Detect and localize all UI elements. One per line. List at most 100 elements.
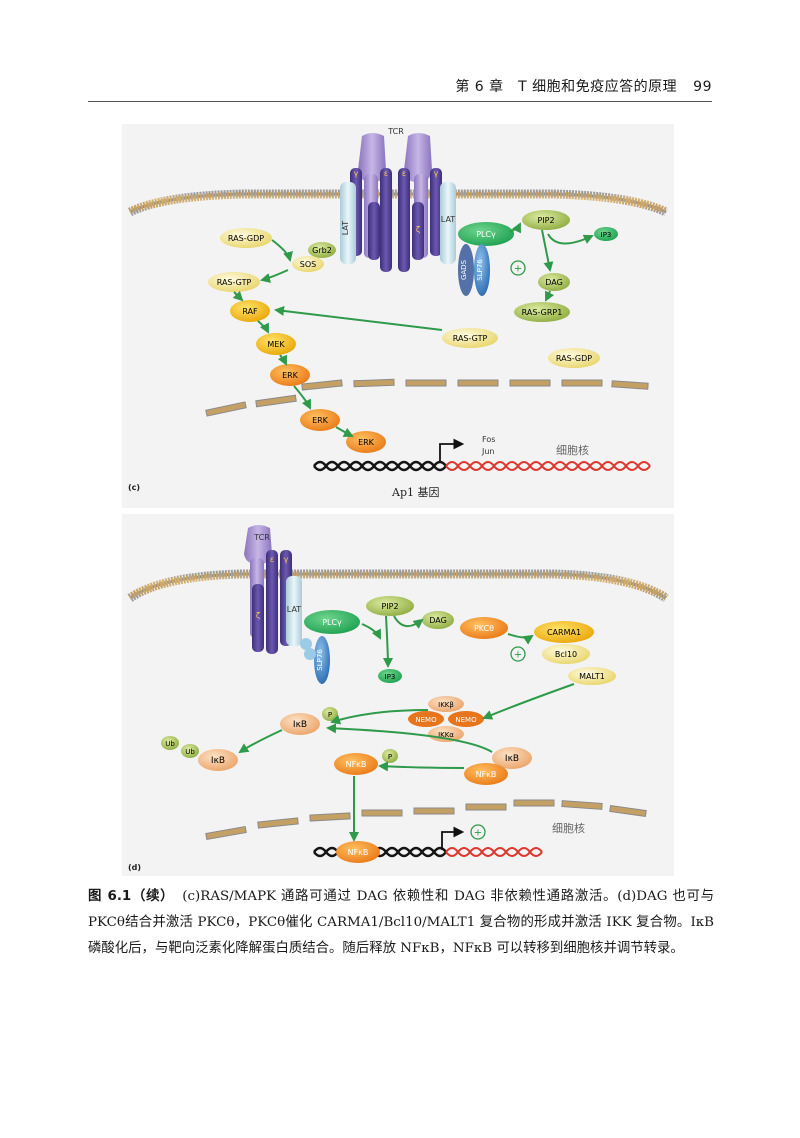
svg-text:PLCγ: PLCγ [476, 230, 496, 239]
gamma-label: γ [354, 169, 359, 178]
caption-label: 图 6.1（续） [88, 889, 175, 904]
svg-text:NFκB: NFκB [346, 760, 367, 769]
tcr-label: TCR [253, 533, 270, 542]
gene-label: Ap1 基因 [391, 486, 439, 499]
panel-tag: (c) [128, 483, 140, 492]
node-nfkb-phospho: NFκB P [334, 749, 398, 775]
svg-text:IκB: IκB [211, 756, 225, 766]
node-malt1: MALT1 [568, 667, 616, 685]
node-bcl10: Bcl10 [542, 644, 590, 664]
node-slp76: SLP76 [300, 636, 330, 684]
caption-text: (c)RAS/MAPK 通路可通过 DAG 依赖性和 DAG 非依赖性通路激活。… [88, 889, 714, 956]
node-nfkb-dna: NFκB [336, 841, 380, 863]
epsilon-label: ε [384, 169, 388, 178]
plus-icon: + [510, 260, 526, 276]
svg-text:DAG: DAG [429, 616, 447, 625]
epsilon-label: ε [402, 169, 406, 178]
svg-text:ERK: ERK [282, 371, 299, 380]
page-number: 99 [693, 79, 712, 95]
svg-text:NEMO: NEMO [415, 716, 437, 724]
nuclear-envelope [205, 799, 647, 841]
cd3-chains: γ ε ε γ ζ [350, 168, 442, 272]
figure-caption: 图 6.1（续）(c)RAS/MAPK 通路可通过 DAG 依赖性和 DAG 非… [88, 884, 714, 962]
arrow-icon [238, 615, 575, 842]
svg-text:GADS: GADS [460, 259, 468, 280]
transcription-start-icon [439, 438, 465, 462]
svg-text:ERK: ERK [358, 438, 375, 447]
svg-text:PIP2: PIP2 [537, 216, 554, 225]
node-ip3: IP3 [594, 227, 618, 241]
svg-text:+: + [514, 264, 522, 275]
dna-helix [313, 460, 651, 472]
chapter-title: 第 6 章 T 细胞和免疫应答的原理 [455, 79, 678, 95]
svg-text:NFκB: NFκB [476, 770, 497, 779]
svg-text:PKCθ: PKCθ [474, 624, 494, 633]
svg-text:RAS-GTP: RAS-GTP [453, 334, 488, 343]
node-sos: SOS [292, 256, 324, 272]
svg-text:Grb2: Grb2 [312, 246, 332, 255]
node-dag: DAG [422, 611, 454, 629]
plus-icon: + [510, 646, 526, 662]
svg-text:P: P [328, 711, 332, 719]
node-raf: RAF [230, 300, 270, 322]
svg-text:PLCγ: PLCγ [322, 618, 342, 627]
svg-text:PIP2: PIP2 [381, 602, 398, 611]
node-grb2: Grb2 [308, 242, 336, 258]
node-mek: MEK [256, 333, 296, 355]
lat-label: LAT [441, 215, 455, 224]
svg-text:IP3: IP3 [385, 673, 396, 681]
node-plcg: PLCγ [304, 610, 360, 634]
svg-text:ERK: ERK [312, 416, 329, 425]
lat-protein: LAT [286, 576, 302, 646]
transcription-start-icon [441, 826, 465, 850]
arrow-icon [232, 222, 594, 366]
node-ras-gtp-left: RAS-GTP [208, 272, 260, 292]
node-ras-gdp-left: RAS-GDP [220, 228, 272, 248]
node-pip2: PIP2 [366, 596, 414, 616]
figure-panel-c: TCR γ ε ε γ ζ LAT LAT RAS-GDP Grb2 SOS R… [122, 124, 674, 508]
gamma-label: γ [434, 169, 439, 178]
node-ras-gdp-right: RAS-GDP [548, 348, 600, 368]
node-pkc: PKCθ [460, 617, 508, 639]
fos-label: Fos [482, 435, 495, 444]
nucleus-label: 细胞核 [552, 821, 585, 835]
node-ras-gtp-right: RAS-GTP [442, 328, 498, 348]
lat-label: LAT [341, 221, 350, 235]
jun-label: Jun [481, 447, 495, 456]
nuclear-envelope [205, 378, 649, 417]
svg-text:SOS: SOS [300, 260, 316, 269]
cell-membrane [127, 569, 669, 602]
svg-text:RAF: RAF [242, 307, 258, 316]
node-nfkb-ikb: IκB NFκB [464, 747, 532, 785]
svg-text:DAG: DAG [545, 278, 563, 287]
svg-text:P: P [388, 753, 392, 761]
node-dag: DAG [538, 273, 570, 291]
panel-tag: (d) [128, 863, 141, 872]
svg-text:RAS-GDP: RAS-GDP [228, 234, 264, 243]
plus-icon: + [470, 824, 486, 840]
node-erk-nuclear: ERK [300, 409, 340, 431]
header-rule [88, 101, 712, 102]
pathway-diagram-c: TCR γ ε ε γ ζ LAT LAT RAS-GDP Grb2 SOS R… [127, 127, 668, 499]
svg-text:RAS-GRP1: RAS-GRP1 [522, 308, 563, 317]
svg-text:Ub: Ub [185, 748, 195, 756]
node-ip3: IP3 [378, 669, 402, 683]
zeta-label: ζ [416, 225, 420, 234]
svg-text:CARMA1: CARMA1 [547, 628, 581, 637]
svg-text:Bcl10: Bcl10 [555, 650, 577, 659]
svg-text:+: + [474, 828, 482, 839]
node-erk-dna: ERK [346, 431, 386, 453]
svg-text:MEK: MEK [267, 340, 285, 349]
gamma-label: γ [284, 555, 289, 564]
arrow-icon [293, 385, 354, 437]
lat-label: LAT [287, 605, 301, 614]
node-slp76: SLP76 [474, 244, 490, 296]
svg-text:IκB: IκB [293, 720, 307, 730]
svg-text:NFκB: NFκB [348, 848, 369, 857]
svg-text:SLP76: SLP76 [476, 259, 484, 281]
figure-panel-d: TCR ε γ ζ LAT PLCγ SLP76 PIP2 DAG IP3 PK… [122, 514, 674, 876]
svg-text:IκB: IκB [505, 754, 519, 764]
svg-text:IKKα: IKKα [438, 731, 454, 739]
zeta-label: ζ [256, 611, 260, 620]
svg-text:IP3: IP3 [601, 231, 612, 239]
